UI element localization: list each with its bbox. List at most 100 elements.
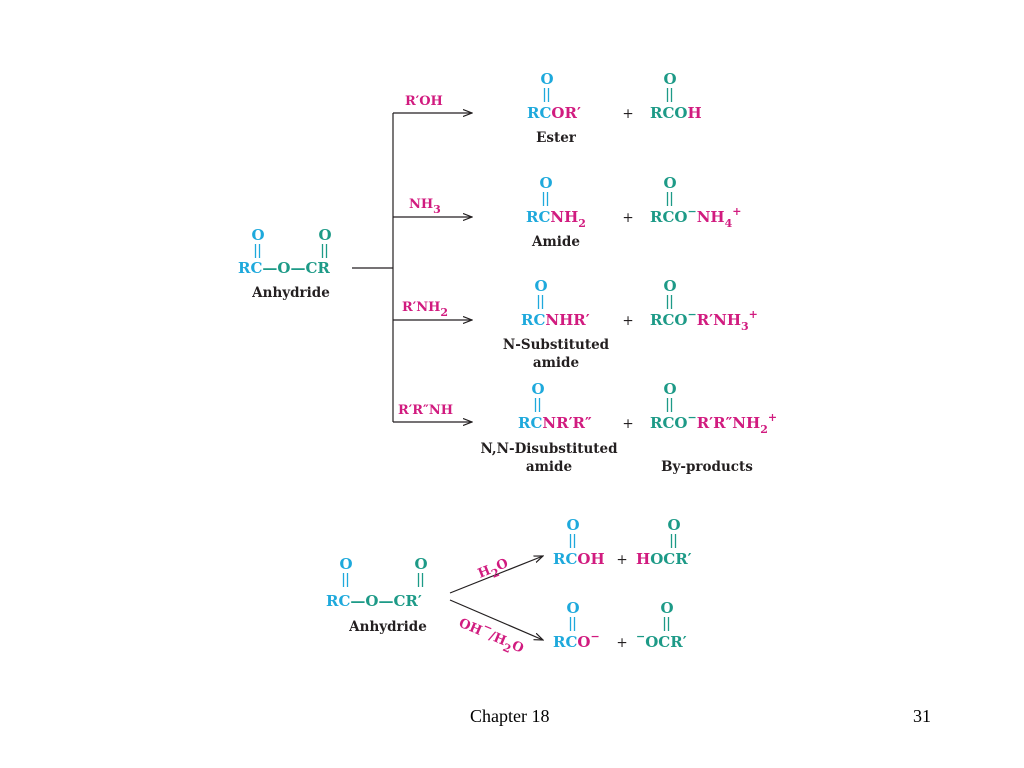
base-hydrolysis-arrow <box>449 599 543 640</box>
subscript: 3 <box>433 203 441 216</box>
reagent-label: R′OH <box>405 94 443 109</box>
plus-sign: + <box>622 210 633 226</box>
formula-run: RCO <box>650 104 687 122</box>
superscript: + <box>768 411 777 424</box>
carbonyl-oxygen: O <box>566 599 579 617</box>
formula-run: /H <box>487 629 509 649</box>
carbonyl-oxygen: O <box>566 516 579 534</box>
formula-run: R′OH <box>405 94 443 109</box>
formula-run: OH <box>577 550 604 568</box>
formula-run: CR <box>305 259 330 277</box>
product-caption: N,N-Disubstituted <box>480 441 618 457</box>
formula-run: O <box>494 556 510 574</box>
plus-sign: + <box>622 313 633 329</box>
superscript: − <box>590 630 599 643</box>
byproduct-formula: −OCR′ <box>636 630 687 651</box>
product-formula: RCOH <box>553 550 605 568</box>
formula-run: NHR′ <box>545 311 589 329</box>
formula-run: H <box>687 104 701 122</box>
formula-run: RCO <box>650 208 687 226</box>
product-nn-disubstituted-amide: O RCNR′R″ N,N-Disubstituted amide <box>480 380 618 475</box>
formula-run: O <box>509 638 525 656</box>
subscript: 2 <box>440 306 448 319</box>
formula-run: RC <box>521 311 545 329</box>
reagent-label: R′NH2 <box>402 300 448 319</box>
formula-run: —O— <box>262 259 305 277</box>
formula-run: RC <box>518 414 542 432</box>
product-caption: Amide <box>531 234 580 250</box>
formula-run: OR′ <box>551 104 581 122</box>
carbonyl-oxygen: O <box>660 599 673 617</box>
formula-run: NR′R″ <box>542 414 592 432</box>
plus-sign: + <box>622 106 633 122</box>
formula-run: NH <box>409 197 433 212</box>
carbonyl-oxygen: O <box>539 174 552 192</box>
formula-run: NH <box>697 208 725 226</box>
byproduct-ammonium-salt: O RCO−NH4+ <box>650 174 741 230</box>
anhydride-caption: Anhydride <box>348 619 427 635</box>
formula-run: R′NH <box>402 300 440 315</box>
plus-sign: + <box>616 552 627 568</box>
formula-run: R′R″NH <box>697 414 760 432</box>
hydrolysis-arrow <box>449 556 543 594</box>
product-n-substituted-amide: O RCNHR′ N-Substituted amide <box>503 277 610 371</box>
reagent-label: NH3 <box>409 197 441 216</box>
formula-run: CR′ <box>393 592 421 610</box>
byproduct-formula: RCOH <box>650 104 702 122</box>
formula-run: R′R″NH <box>398 403 453 418</box>
carbonyl-oxygen-left: O <box>339 555 352 573</box>
formula-run: H <box>636 550 650 568</box>
formula-run: O <box>577 633 590 651</box>
formula-run: RC <box>527 104 551 122</box>
byproduct-acid: O RCOH <box>650 70 702 122</box>
formula-run: —O— <box>350 592 393 610</box>
plus-sign: + <box>616 635 627 651</box>
reagent-label: H2O <box>476 556 512 585</box>
formula-run: RC <box>238 259 262 277</box>
byproduct-carboxylate: O −OCR′ <box>636 599 687 651</box>
top-anhydride: O O RC—O—CR Anhydride <box>238 226 332 301</box>
byproduct-dialkylammonium-salt: O RCO−R′R″NH2+ By-products <box>650 380 777 475</box>
formula-run: R′NH <box>697 311 741 329</box>
carbonyl-oxygen: O <box>663 174 676 192</box>
product-caption: N-Substituted <box>503 337 610 353</box>
product-formula: RCO− <box>553 630 600 651</box>
bottom-anhydride: O O RC—O—CR′ Anhydride <box>326 555 428 635</box>
carbonyl-oxygen-right: O <box>414 555 427 573</box>
product-amide: O RCNH2 Amide <box>526 174 586 250</box>
carbonyl-oxygen: O <box>663 70 676 88</box>
byproduct-alkylammonium-salt: O RCO−R′NH3+ <box>650 277 758 333</box>
carbonyl-oxygen: O <box>667 516 680 534</box>
formula-run: RC <box>553 550 577 568</box>
formula-run: RCO <box>650 414 687 432</box>
formula-run: NH <box>550 208 578 226</box>
carbonyl-oxygen-left: O <box>251 226 264 244</box>
carbonyl-oxygen: O <box>540 70 553 88</box>
carbonyl-oxygen: O <box>531 380 544 398</box>
byproduct-carboxylic-acid: O HOCR′ <box>636 516 692 568</box>
subscript: 2 <box>490 566 502 581</box>
carbonyl-oxygen: O <box>534 277 547 295</box>
subscript: 4 <box>725 217 733 230</box>
carbonyl-oxygen: O <box>663 277 676 295</box>
superscript: − <box>636 630 645 643</box>
superscript: − <box>687 411 696 424</box>
superscript: − <box>687 205 696 218</box>
anhydride-caption: Anhydride <box>251 285 330 301</box>
formula-run: RC <box>553 633 577 651</box>
byproduct-formula: RCO−R′R″NH2+ <box>650 411 777 436</box>
superscript: + <box>749 308 758 321</box>
byproducts-caption: By-products <box>661 459 753 475</box>
chapter-label: Chapter 18 <box>470 706 550 726</box>
product-ester: O RCOR′ Ester <box>527 70 581 146</box>
subscript: 2 <box>760 423 768 436</box>
product-carboxylic-acid: O RCOH <box>553 516 605 568</box>
reagent-label: R′R″NH <box>398 403 453 418</box>
superscript: − <box>687 308 696 321</box>
anhydride-formula: RC—O—CR′ <box>326 592 422 610</box>
byproduct-formula: RCO−NH4+ <box>650 205 741 230</box>
superscript: + <box>732 205 741 218</box>
formula-run: RC <box>526 208 550 226</box>
byproduct-formula: RCO−R′NH3+ <box>650 308 758 333</box>
